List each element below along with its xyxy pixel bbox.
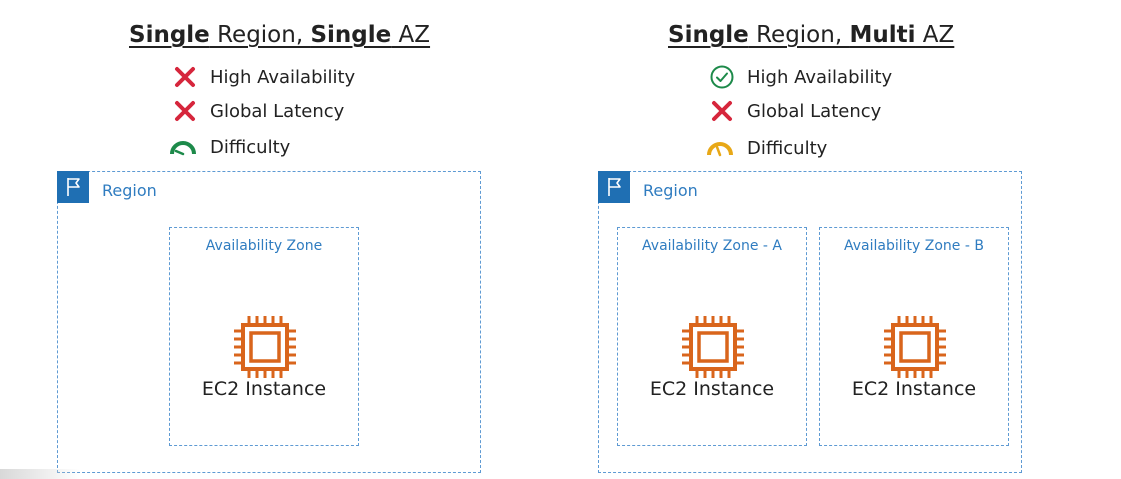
ec2-instance-icon — [232, 314, 298, 380]
region-label: Region — [102, 181, 157, 200]
x-mark-icon — [709, 98, 735, 124]
flag-icon — [57, 171, 89, 203]
gauge-low-icon — [168, 134, 198, 160]
left-feature-high-availability: High Availability — [172, 63, 355, 91]
left-title-part2: Region, — [209, 22, 311, 48]
ec2-instance-label: EC2 Instance — [649, 378, 775, 400]
az-label: Availability Zone - B — [844, 238, 984, 254]
feature-label: High Availability — [210, 66, 356, 88]
left-feature-global-latency: Global Latency — [172, 97, 344, 125]
right-availability-zone-a: Availability Zone - A EC2 Instance — [617, 227, 807, 446]
left-title-part4: AZ — [391, 22, 431, 48]
left-region: Region Availability Zone EC2 Instance — [57, 171, 481, 473]
gauge-medium-icon — [705, 135, 735, 161]
right-title: Single Region, Multi AZ — [668, 18, 954, 52]
left-title: Single Region, Single AZ — [129, 18, 430, 52]
check-circle-icon — [709, 64, 735, 90]
ec2-instance-icon — [882, 314, 948, 380]
feature-label: Global Latency — [747, 100, 882, 122]
az-label: Availability Zone — [205, 238, 323, 254]
left-title-part1: Single — [129, 22, 210, 48]
right-feature-difficulty: Difficulty — [705, 134, 827, 162]
feature-label: High Availability — [747, 66, 893, 88]
ec2-instance-label: EC2 Instance — [201, 378, 327, 400]
ec2-instance-icon — [680, 314, 746, 380]
x-mark-icon — [172, 98, 198, 124]
right-availability-zone-b: Availability Zone - B EC2 Instance — [819, 227, 1009, 446]
ec2-instance-label: EC2 Instance — [851, 378, 977, 400]
right-feature-high-availability: High Availability — [709, 63, 892, 91]
feature-label: Global Latency — [210, 100, 345, 122]
right-title-part2: Region, — [748, 22, 850, 48]
flag-icon — [598, 171, 630, 203]
az-label: Availability Zone - A — [642, 238, 782, 254]
right-region: Region Availability Zone - A EC2 Instanc… — [598, 171, 1022, 473]
right-title-part3: Multi — [849, 22, 916, 48]
right-feature-global-latency: Global Latency — [709, 97, 881, 125]
right-title-part4: AZ — [915, 22, 955, 48]
feature-label: Difficulty — [210, 136, 291, 158]
right-title-part1: Single — [668, 22, 749, 48]
feature-label: Difficulty — [747, 137, 828, 159]
x-mark-icon — [172, 64, 198, 90]
left-availability-zone: Availability Zone EC2 Instance — [169, 227, 359, 446]
page-corner-shadow — [0, 469, 80, 479]
region-label: Region — [643, 181, 698, 200]
left-title-part3: Single — [310, 22, 392, 48]
left-feature-difficulty: Difficulty — [168, 133, 290, 161]
